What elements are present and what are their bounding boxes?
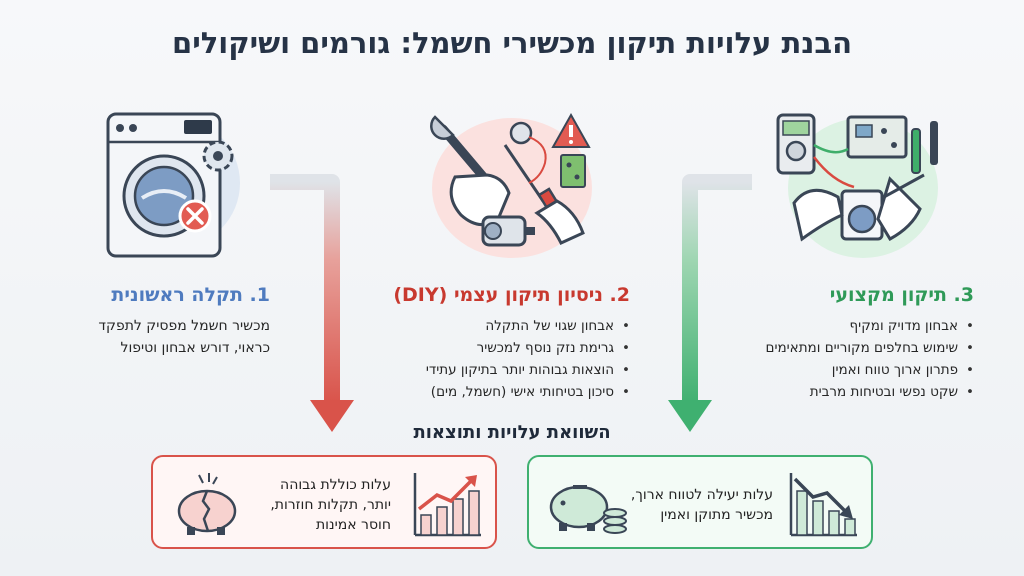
broken-piggy-bank-icon [177,473,237,535]
diy-result-line: יותר, תקלות חוזרות, [270,497,391,513]
list-item: אבחון שגוי של התקלה [370,315,630,337]
diy-title: 2. ניסיון תיקון עצמי (DIY) [393,284,630,306]
coin-stack-icon [603,508,627,534]
pro-bullet-list: אבחון מדויק ומקיף שימוש בחלפים מקוריים ו… [714,315,974,403]
list-item: שקט נפשי ובטיחות מרבית [714,381,974,403]
pro-result-text: עלות יעילה לטווח ארוך, מכשיר מתוקן ואמין [631,485,773,525]
circuit-board-icon [560,154,586,188]
breakdown-description: מכשיר חשמל מפסיק לתפקד כראוי, דורש אבחון… [40,315,270,359]
comparison-title: השוואת עלויות ותוצאות [413,422,611,443]
wrench-icon [430,115,492,186]
red-flow-arrow [270,174,354,432]
error-x-icon [178,199,212,233]
multimeter-icon [776,113,816,175]
diy-result-card: עלות כוללת גבוהה יותר, תקלות חוזרות, חוס… [151,455,497,549]
washing-machine-icon [106,112,222,258]
diy-illustration [430,112,591,247]
probe-icon [911,121,938,174]
motor-icon [481,215,535,247]
rising-cost-chart-icon [413,473,481,537]
probe-icon [883,173,925,199]
diy-result-line: חוסר אמינות [315,517,391,533]
diy-bullet-list: אבחון שגוי של התקלה גרימת נזק נוסף למכשי… [370,315,630,403]
green-flow-arrow [668,174,752,432]
breakdown-illustration [106,112,234,258]
pro-column: 3. תיקון מקצועי אבחון מדויק ומקיף שימוש … [714,284,975,403]
pro-result-line: מכשיר מתוקן ואמין [660,507,773,523]
breakdown-description-line: מכשיר חשמל מפסיק לתפקד [98,318,270,334]
diy-result-text: עלות כוללת גבוהה יותר, תקלות חוזרות, חוס… [270,475,391,535]
fan-icon [509,121,533,145]
hand-icon [792,188,844,242]
piggy-bank-coins-icon [549,485,627,534]
hand-icon [534,199,585,245]
gear-icon [202,140,234,172]
page-title: הבנת עלויות תיקון מכשירי חשמל: גורמים וש… [172,26,852,60]
list-item: הוצאות גבוהות יותר בתיקון עתידי [370,359,630,381]
pro-result-line: עלות יעילה לטווח ארוך, [630,487,773,503]
pro-title: 3. תיקון מקצועי [829,284,974,306]
wire-icon [528,136,547,184]
falling-cost-chart-icon [789,473,857,537]
diy-result-line: עלות כוללת גבוהה [280,477,391,493]
diy-column: 2. ניסיון תיקון עצמי (DIY) אבחון שגוי של… [370,284,630,403]
breakdown-title: 1. תקלה ראשונית [111,284,270,306]
list-item: סיכון בטיחותי אישי (חשמל, מים) [370,381,630,403]
pro-illustration [776,113,938,242]
list-item: אבחון מדויק ומקיף [714,315,974,337]
washing-machine-icon [840,189,884,241]
warning-icon [551,112,591,148]
pro-result-card: עלות יעילה לטווח ארוך, מכשיר מתוקן ואמין [527,455,873,549]
breakdown-column: 1. תקלה ראשונית מכשיר חשמל מפסיק לתפקד כ… [40,284,270,359]
circuit-board-icon [846,115,908,159]
list-item: פתרון ארוך טווח ואמין [714,359,974,381]
list-item: גרימת נזק נוסף למכשיר [370,337,630,359]
breakdown-description-line: כראוי, דורש אבחון וטיפול [120,340,270,356]
list-item: שימוש בחלפים מקוריים ומתאימים [714,337,974,359]
